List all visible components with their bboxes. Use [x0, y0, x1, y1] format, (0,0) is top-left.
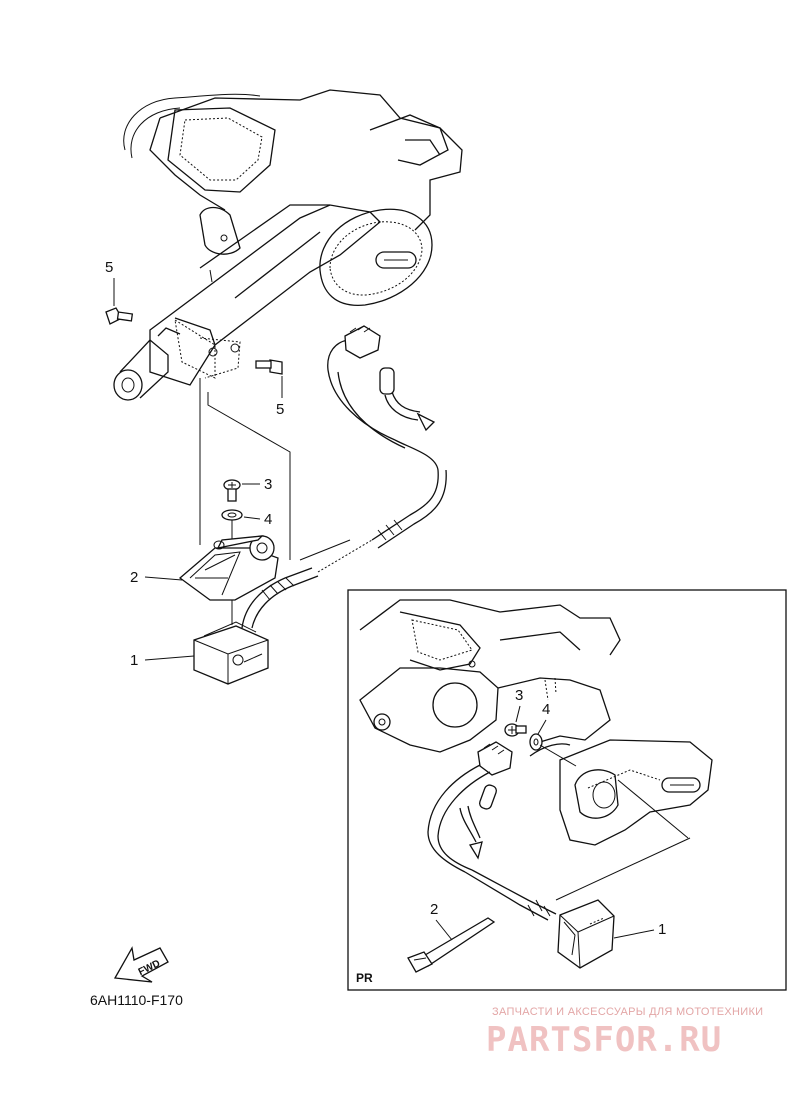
sensor-1-main — [193, 621, 269, 685]
sensor-1-inset — [557, 899, 615, 969]
watermark-logo: PARTSFOR.RU — [486, 1020, 723, 1060]
fwd-arrow-icon: FWD — [113, 946, 169, 983]
bracket-2-main — [178, 535, 279, 601]
washer-4-main — [221, 509, 243, 521]
callout-inset-4: 4 — [542, 701, 550, 718]
diagram-code: 6AH1110-F170 — [90, 992, 183, 1008]
screw-3-main — [223, 479, 241, 502]
callout-main-5b: 5 — [276, 401, 284, 418]
callout-main-1: 1 — [130, 652, 138, 669]
callout-inset-2: 2 — [430, 901, 438, 918]
callout-main-4: 4 — [264, 511, 272, 528]
wire-harness-inset — [427, 741, 691, 921]
connector-plug-main — [344, 325, 381, 359]
callout-inset-1: 1 — [658, 921, 666, 938]
callout-inset-3: 3 — [515, 687, 523, 704]
screw-5-left — [105, 307, 134, 325]
callout-main-5a: 5 — [105, 259, 113, 276]
callout-main-2: 2 — [130, 569, 138, 586]
watermark-tagline: ЗАПЧАСТИ И АКСЕССУАРЫ ДЛЯ МОТОТЕХНИКИ — [492, 1006, 764, 1018]
callout-group-main: 5 5 3 4 2 1 — [105, 259, 284, 669]
wire-harness-main — [241, 339, 447, 629]
screw-5-right — [255, 359, 283, 375]
cable-tie-2-inset — [407, 917, 496, 973]
inset-pr-box: PR — [347, 589, 787, 991]
exploded-guide-lines — [199, 378, 351, 625]
callout-main-3: 3 — [264, 476, 272, 493]
inset-label: PR — [356, 971, 373, 985]
bullet-terminal-main — [379, 367, 395, 395]
screw-3-inset — [504, 723, 527, 737]
washer-4-inset — [529, 733, 543, 751]
tiller-bracket-housing — [113, 89, 463, 401]
